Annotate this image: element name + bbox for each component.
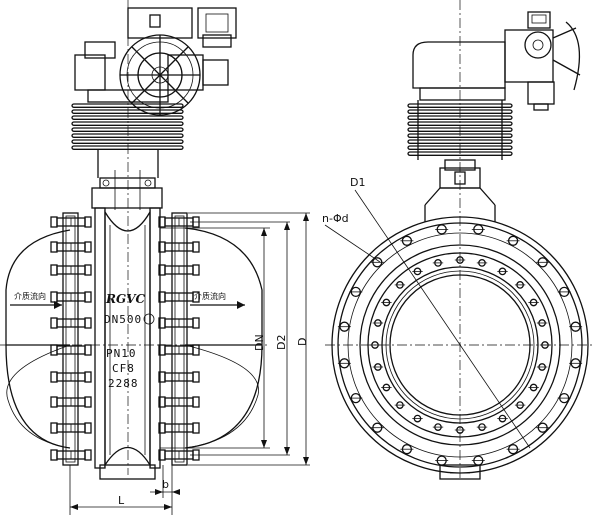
bolt [50,449,92,461]
actuator-housing [412,41,506,89]
size-label: DN500 [104,313,142,326]
fin [71,121,184,126]
fin [407,133,513,138]
side-view: D1 n-Φd [322,0,595,480]
fin [407,127,513,132]
dim-L-label: L [118,494,125,507]
left-flange [62,212,79,466]
code-label: 2288 [108,377,139,390]
outer-bolt-holes [337,224,583,466]
flow-label-left: 介质流向 [14,291,46,301]
pressure-label: PN10 [106,347,137,360]
bolt [158,317,200,329]
bolt [50,396,92,408]
cooling-fins-left [71,103,184,150]
bolt [158,396,200,408]
fin [407,139,513,144]
bolt [50,241,92,253]
bolt [50,371,92,383]
front-view: 介质流向 介质流向 RGVC DN500 PN10 CF8 2288 DN D2… [0,0,310,515]
bolt [158,422,200,434]
bolt [50,317,92,329]
dim-D2-label: D2 [275,335,288,350]
bolt [50,344,92,356]
bolt [50,422,92,434]
bolt [158,241,200,253]
brand-logo-text: RGVC [105,292,146,306]
bolts-left [50,216,92,461]
bolt [50,291,92,303]
bolts-right [158,216,200,461]
bolt [158,344,200,356]
dim-D1-label: D1 [350,176,365,189]
fin [71,103,184,108]
valve-body [104,209,151,468]
fin [71,145,184,150]
bolt [50,216,92,228]
bolt [158,291,200,303]
pipe-left-outline [5,229,71,449]
bolt [50,264,92,276]
dim-D-label: D [296,338,309,346]
right-flange [171,212,188,466]
inner-bolt-holes [369,256,551,434]
bolt [158,264,200,276]
fin [407,121,513,126]
fin [71,139,184,144]
fin [71,109,184,114]
material-label: CF8 [112,362,135,375]
bolt [158,371,200,383]
fin [407,115,513,120]
pipe-right-outline [184,227,263,449]
dim-b-label: b [162,478,169,491]
fin [407,109,513,114]
flow-arrow-left [10,301,62,309]
dim-DN-label: DN [253,334,266,351]
fin [71,127,184,132]
fin [407,145,513,150]
fin [407,151,513,156]
flow-label-right: 介质流向 [194,291,226,301]
flow-arrow-right [190,301,245,309]
fin [407,103,513,108]
fin [71,115,184,120]
dim-nd-label: n-Φd [322,212,349,225]
cooling-fins-right [407,103,513,156]
fin [71,133,184,138]
